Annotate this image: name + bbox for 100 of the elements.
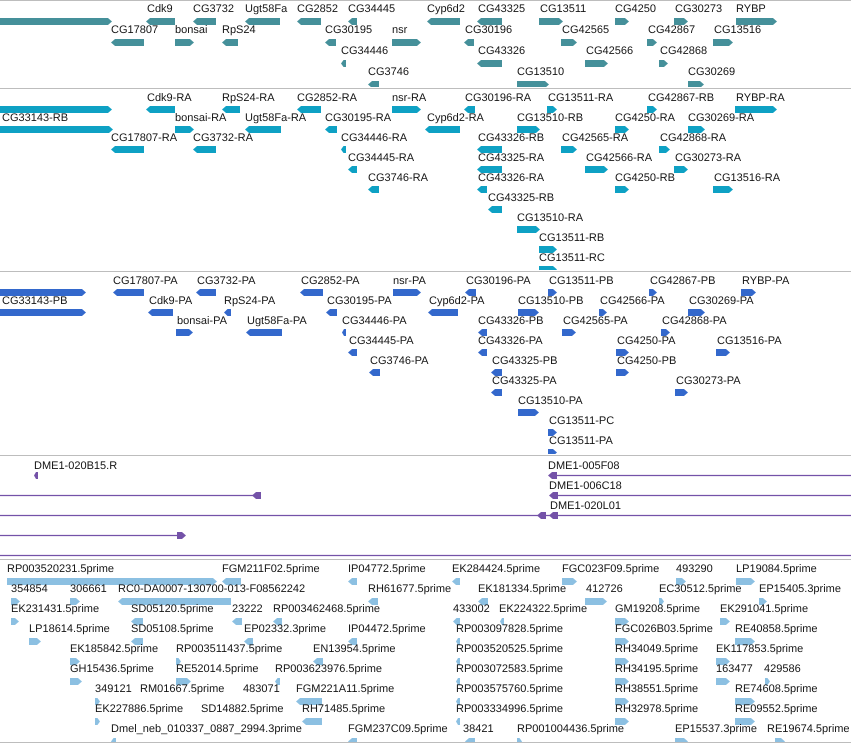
feature-label: EK227886.5prime (95, 703, 184, 716)
feature-label: GM19208.5prime (615, 603, 700, 616)
feature-label: SD14882.5prime (201, 703, 284, 716)
feature-label: Cdk9-RA (147, 92, 192, 105)
feature-label: CG33143-PB (2, 295, 68, 308)
feature-label: CG3732 (193, 3, 234, 16)
feature-label: Cyp6d2-RA (427, 112, 484, 125)
feature-label: CG30196 (465, 24, 512, 37)
feature-label: RpS24-PA (224, 295, 276, 308)
feature-label: EK181334.5prime (478, 583, 566, 596)
feature-label: CG43325-PB (492, 355, 558, 368)
feature-label: RE19674.5prime (767, 723, 850, 736)
feature-label: CG13516-PA (717, 335, 782, 348)
feature-label: EN13954.5prime (313, 643, 396, 656)
feature-label: CG43326 (478, 45, 526, 58)
feature-label: FGM237C09.5prime (348, 723, 448, 736)
feature-label: CG42868 (660, 45, 708, 58)
feature-label: CG4250-PB (617, 355, 676, 368)
feature-label: bonsai-PA (177, 315, 227, 328)
feature-label: Cdk9-PA (149, 295, 192, 308)
feature-label: FGM211F02.5prime (222, 563, 320, 576)
feature-label: CG13516 (714, 24, 762, 37)
feature-label: RYBP (736, 3, 766, 16)
feature-label: CG17807-RA (111, 132, 178, 145)
feature-label: 429586 (764, 663, 801, 676)
feature-label: CG42868-RA (660, 132, 726, 145)
feature-label: CG13510-PA (518, 395, 583, 408)
feature-label: CG43326-PB (478, 315, 544, 328)
feature-label: 354854 (11, 583, 48, 596)
feature-label: CG13511 (540, 3, 586, 16)
feature-label: 493290 (676, 563, 713, 576)
feature-label: CG42868-PA (662, 315, 727, 328)
feature-label: CG13510 (517, 66, 564, 79)
feature-label: bonsai (175, 24, 208, 37)
feature-label: 483071 (243, 683, 280, 696)
feature-label: CG30269-PA (689, 295, 754, 308)
feature-label: CG43326-RB (478, 132, 544, 145)
feature-label: RYBP-RA (736, 92, 785, 105)
feature-label: RE74608.5prime (735, 683, 818, 696)
feature-label: CG42867-RB (648, 92, 714, 105)
feature-label: RYBP-PA (742, 275, 790, 288)
feature-label: nsr-RA (392, 92, 426, 105)
feature-label: CG30196-PA (466, 275, 531, 288)
feature-label: IP04472.5prime (348, 623, 426, 636)
feature-label: SD05120.5prime (131, 603, 214, 616)
feature-label: CG30269 (688, 66, 736, 79)
feature-label: CG30195-PA (327, 295, 392, 308)
feature-label: CG13511-RC (539, 252, 605, 265)
feature-label: 38421 (463, 723, 494, 736)
feature-label: bonsai-RA (175, 112, 226, 125)
feature-label: RP003520525.5prime (456, 643, 564, 656)
feature-label: CG13510-RB (517, 112, 584, 125)
feature-label: CG34446 (341, 45, 388, 58)
feature-label: CG2852 (297, 3, 338, 16)
feature-label: 23222 (232, 603, 263, 616)
feature-label: CG42565 (562, 24, 610, 37)
feature-label: CG42867-PB (650, 275, 716, 288)
feature-label: FGC023F09.5prime (562, 563, 660, 576)
feature-label: Cdk9 (147, 3, 173, 16)
feature-label: CG4250-RB (615, 172, 675, 185)
feature-label: CG4250 (615, 3, 656, 16)
feature-label: CG42565-PA (563, 315, 628, 328)
feature-label: CG13511-RA (548, 92, 614, 105)
feature-label: Ugt58Fa-PA (247, 315, 307, 328)
feature-label: LP19084.5prime (736, 563, 817, 576)
feature-label: RP003623976.5prime (275, 663, 382, 676)
feature-label: CG34446-RA (341, 132, 408, 145)
feature-label: IP04772.5prime (348, 563, 426, 576)
feature-label: CG33143-RB (2, 112, 68, 125)
feature-label: RH34049.5prime (615, 643, 698, 656)
feature-label: RP003462468.5prime (273, 603, 380, 616)
feature-label: CG2852-PA (301, 275, 360, 288)
feature-label: Cyp6d2 (427, 3, 465, 16)
feature-label: RpS24-RA (222, 92, 275, 105)
feature-label: RP003334996.5prime (456, 703, 564, 716)
feature-label: RP003575760.5prime (456, 683, 564, 696)
feature-label: RE52014.5prime (176, 663, 259, 676)
feature-label: RpS24 (222, 24, 256, 37)
feature-label: EK291041.5prime (720, 603, 808, 616)
feature-label: CG13516-RA (714, 172, 780, 185)
feature-label: CG3732-RA (193, 132, 253, 145)
feature-label: Cyp6d2-PA (429, 295, 484, 308)
feature-label: EP15537.3prime (675, 723, 757, 736)
feature-label: RC0-DA0007-130700-013-F08562242 (118, 583, 306, 596)
feature-label: EK185842.5prime (70, 643, 158, 656)
feature-label: CG30196-RA (465, 92, 532, 105)
feature-label: CG43325-RB (488, 192, 554, 205)
feature-label: RH32978.5prime (615, 703, 698, 716)
feature-label: CG13511-RB (539, 232, 604, 245)
feature-label: EP15405.3prime (759, 583, 841, 596)
feature-label: CG42566-PA (600, 295, 665, 308)
feature-label: CG43326-PA (478, 335, 543, 348)
feature-label: CG13511-PA (549, 435, 613, 448)
feature-label: 349121 (95, 683, 132, 696)
feature-label: CG4250-RA (615, 112, 675, 125)
feature-label: FGM221A11.5prime (296, 683, 394, 696)
feature-label: RP003520231.5prime (7, 563, 114, 576)
feature-label: CG42566-RA (586, 152, 652, 165)
feature-label: CG30273 (675, 3, 722, 16)
feature-label: CG4250-PA (617, 335, 676, 348)
